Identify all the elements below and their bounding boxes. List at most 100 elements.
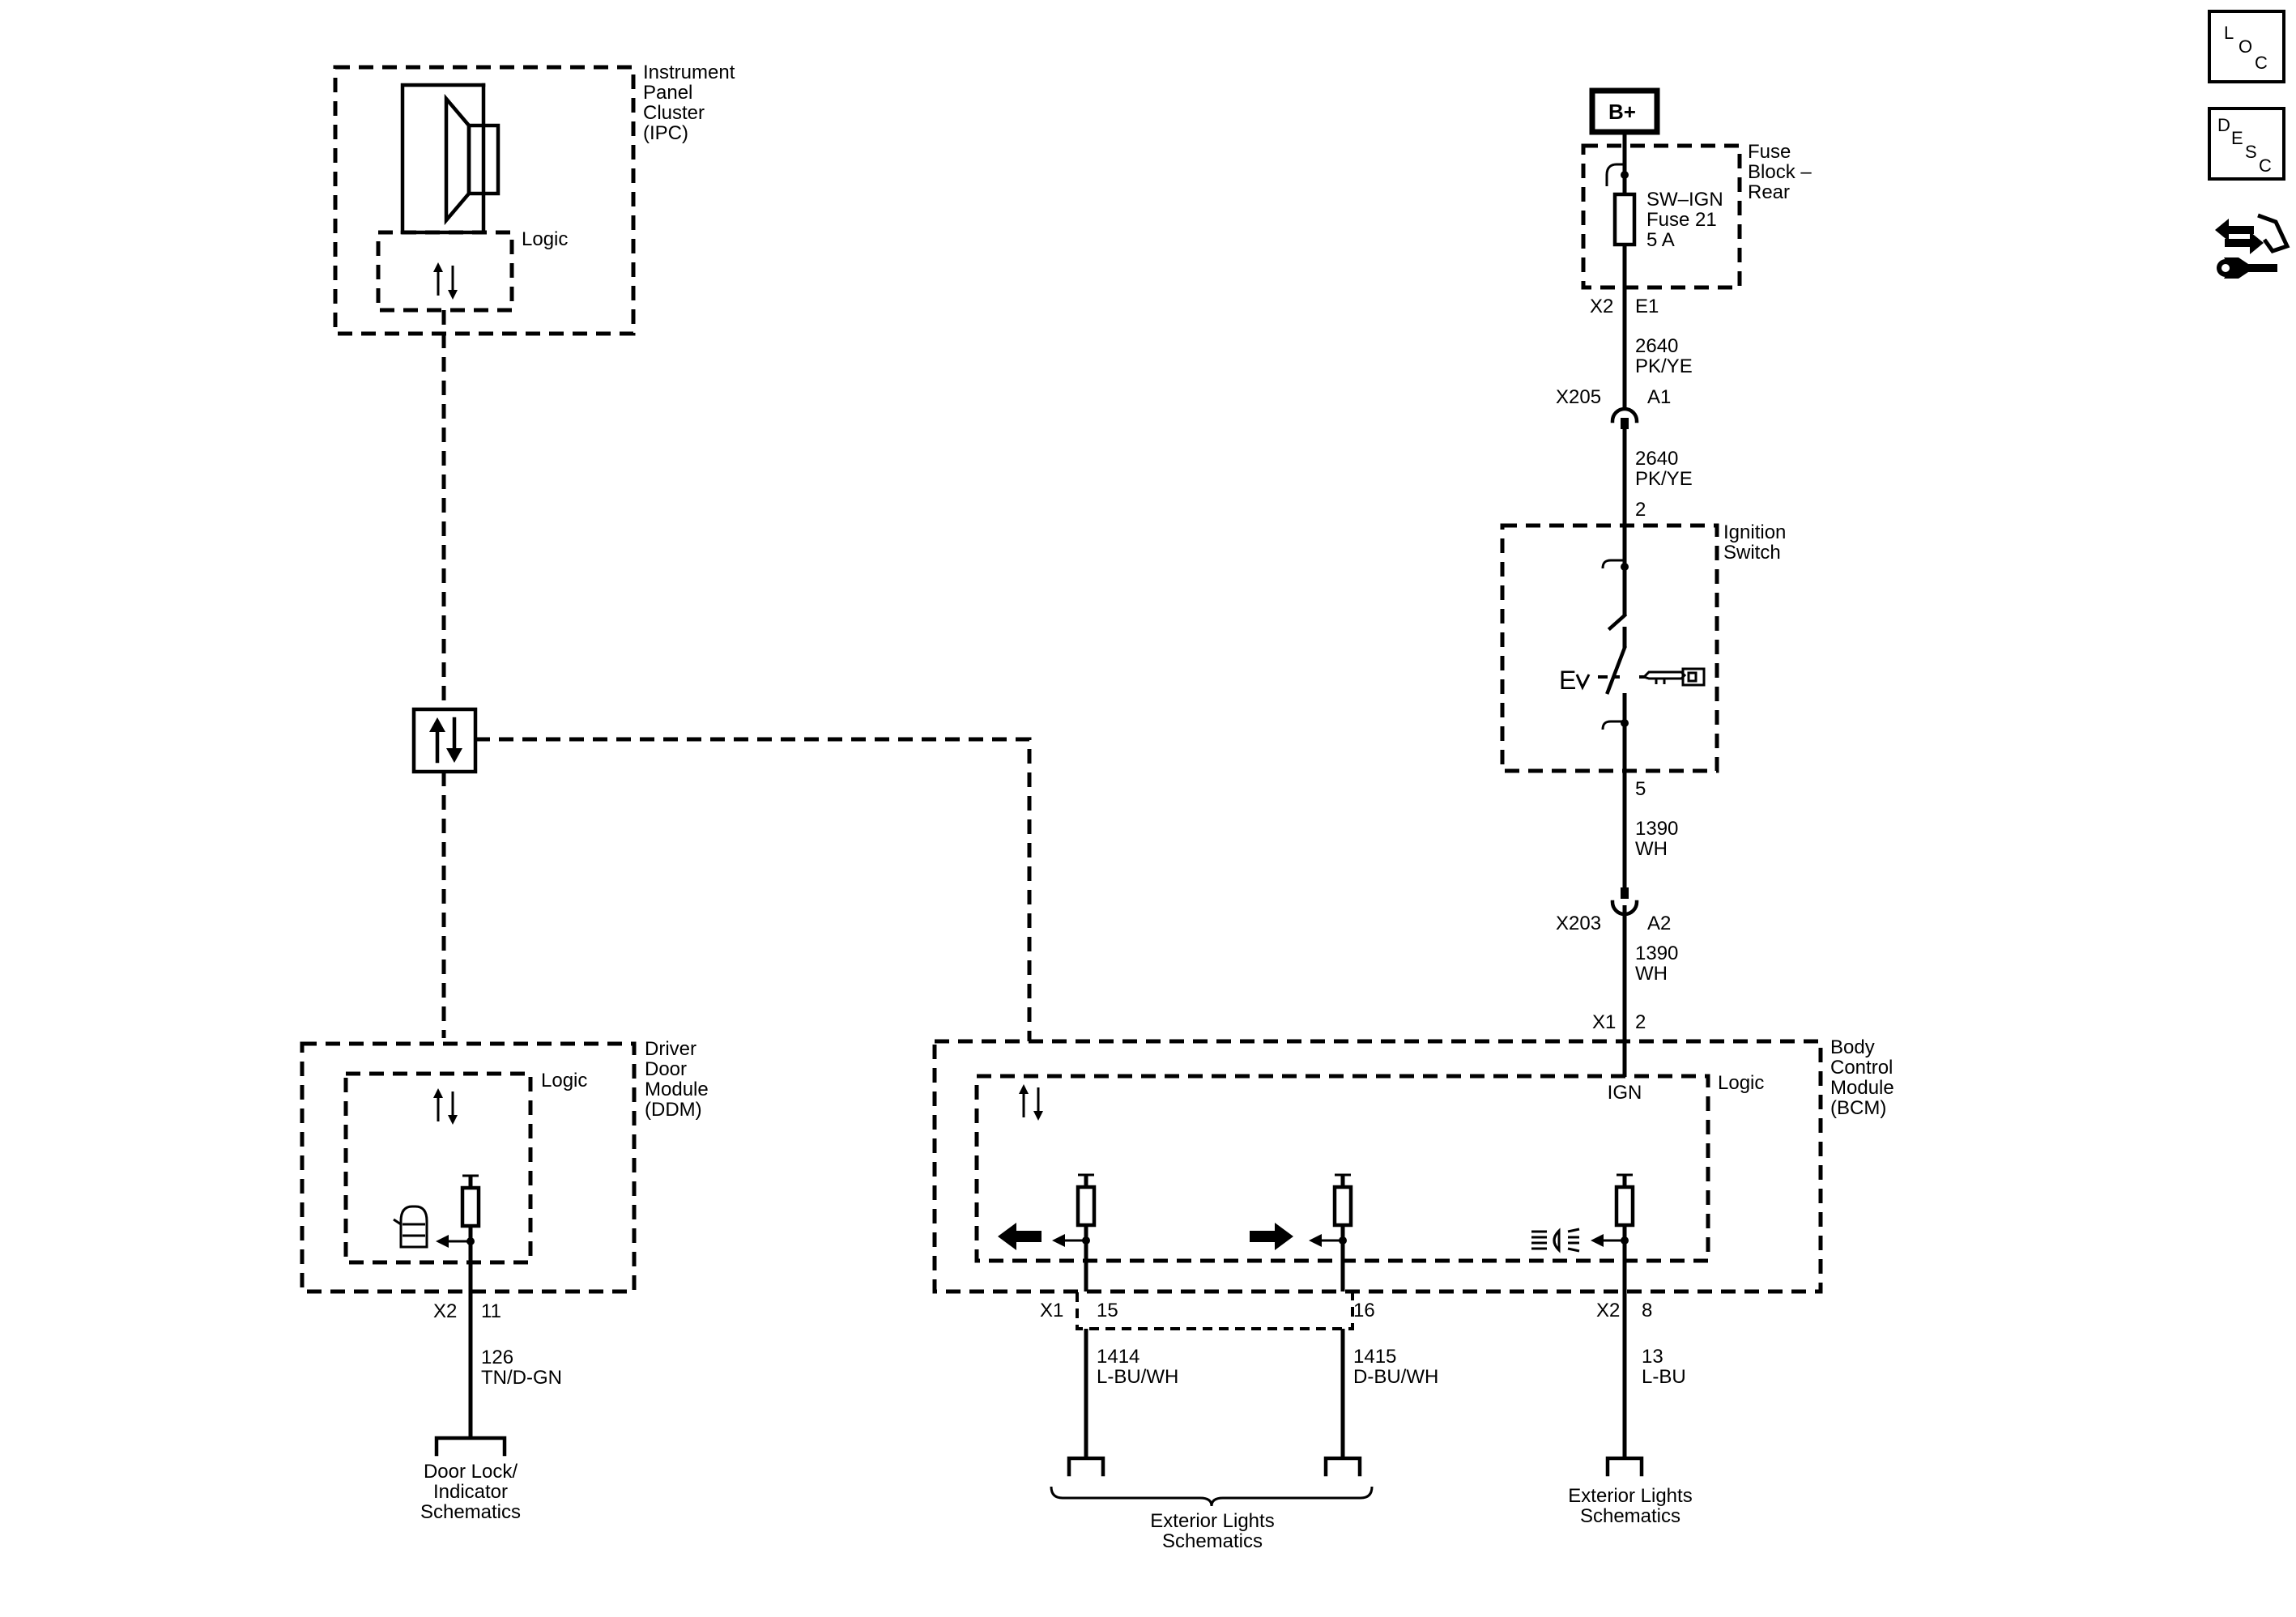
- fuse-label-line-1: SW–IGN: [1646, 189, 1723, 211]
- wire-color-tn-d-gn: TN/D-GN: [481, 1367, 562, 1389]
- bcm-label-line-2: Control: [1830, 1057, 1893, 1079]
- ext-lights-single-line-2: Schematics: [1580, 1505, 1680, 1527]
- desc-letter-e: E: [2231, 128, 2243, 148]
- bcm-headlamp-driver: [1591, 1173, 1635, 1291]
- wire-circuit-2640-a: 2640: [1635, 335, 1678, 357]
- loc-letter-c: C: [2255, 53, 2268, 73]
- ext-lights-schematic-link-pair[interactable]: Exterior Lights Schematics: [1150, 1510, 1274, 1552]
- door-lock-schematic-link[interactable]: Door Lock/ Indicator Schematics: [420, 1461, 521, 1523]
- bcm-pin-15: 15: [1097, 1300, 1118, 1321]
- loc-letter-l: L: [2224, 23, 2234, 43]
- bcm-logic-label: Logic: [1718, 1072, 1764, 1094]
- ignition-contacts: E: [1559, 559, 1646, 730]
- ext-lights-ref-connector-single: [1605, 1456, 1644, 1477]
- wire-circuit-1390-b: 1390: [1635, 943, 1678, 964]
- ipc-label-line-3: Cluster: [643, 102, 705, 124]
- wire-color-wh-b: WH: [1635, 963, 1668, 985]
- fuse-block-label-line-1: Fuse: [1748, 141, 1791, 163]
- wire-circuit-2640-b: 2640: [1635, 448, 1678, 470]
- fuse-block-label-line-3: Rear: [1748, 181, 1790, 203]
- ignition-ev-symbol: E: [1559, 666, 1576, 695]
- ignition-pin-2: 2: [1635, 499, 1646, 521]
- serial-data-line-bcm: [475, 737, 1032, 1041]
- b-plus-label: B+: [1608, 100, 1636, 124]
- key-icon: [1642, 667, 1706, 687]
- connector-tool-icon[interactable]: [2215, 213, 2290, 279]
- ipc-module[interactable]: Instrument Panel Cluster (IPC) Logic: [333, 62, 735, 336]
- loc-letter-o: O: [2238, 36, 2252, 57]
- wire-circuit-1415: 1415: [1353, 1346, 1396, 1368]
- door-lock-ref-line-1: Door Lock/: [424, 1461, 518, 1483]
- x205-pin-a1: A1: [1647, 386, 1671, 408]
- ignition-pin-5: 5: [1635, 778, 1646, 800]
- bcm-label-line-4: (BCM): [1830, 1097, 1886, 1119]
- ddm-label-line-1: Driver: [645, 1038, 696, 1060]
- bcm-ign-label: IGN: [1608, 1082, 1642, 1104]
- x203-label: X203: [1556, 913, 1601, 934]
- ext-lights-schematic-link-single[interactable]: Exterior Lights Schematics: [1568, 1485, 1692, 1527]
- ddm-serial-data-icon: [433, 1088, 458, 1125]
- door-ajar-car-icon: [393, 1205, 428, 1249]
- bcm-module[interactable]: Body Control Module (BCM) Logic IGN: [932, 1036, 1894, 1294]
- desc-button[interactable]: D E S C: [2208, 107, 2285, 181]
- ddm-driver-circuit: [436, 1174, 481, 1291]
- fuse-x2-connector: X2: [1590, 296, 1613, 317]
- wire-color-l-bu-wh: L-BU/WH: [1097, 1366, 1178, 1388]
- right-turn-arrow-icon: [1250, 1223, 1293, 1250]
- fuse-label-line-3: 5 A: [1646, 229, 1675, 251]
- bcm-label-line-3: Module: [1830, 1077, 1894, 1099]
- ignition-switch-label-line-1: Ignition: [1723, 521, 1786, 543]
- headlamp-icon: [1531, 1228, 1580, 1253]
- fuse-21-icon: [1605, 163, 1637, 247]
- desc-letter-d: D: [2217, 115, 2230, 135]
- ext-lights-single-line-1: Exterior Lights: [1568, 1485, 1692, 1507]
- wire-color-l-bu: L-BU: [1642, 1366, 1686, 1388]
- b-plus-power-source: B+: [1589, 87, 1660, 135]
- ignition-switch[interactable]: Ignition Switch E: [1500, 521, 1786, 773]
- ext-lights-pair-line-2: Schematics: [1162, 1530, 1263, 1552]
- bcm-x2-label: X2: [1596, 1300, 1620, 1321]
- fuse-e1-pin: E1: [1635, 296, 1659, 317]
- ipc-logic-block: Logic: [376, 228, 568, 313]
- wire-color-d-bu-wh: D-BU/WH: [1353, 1366, 1438, 1388]
- bcm-label-line-1: Body: [1830, 1036, 1875, 1058]
- connector-x205[interactable]: X205 A1: [1556, 386, 1671, 429]
- ext-lights-ref-connector-left: [1067, 1456, 1105, 1477]
- wire-circuit-1414: 1414: [1097, 1346, 1139, 1368]
- ddm-pin-11: 11: [481, 1300, 501, 1322]
- ddm-x2-connector: X2: [433, 1300, 457, 1322]
- ddm-label-line-3: Module: [645, 1079, 709, 1100]
- ddm-label-line-2: Door: [645, 1058, 687, 1080]
- ddm-module[interactable]: Driver Door Module (DDM) Logic: [300, 1038, 709, 1294]
- x203-pin-a2: A2: [1647, 913, 1671, 934]
- door-lock-ref-connector: [434, 1436, 507, 1457]
- wire-circuit-126: 126: [481, 1347, 513, 1368]
- bcm-left-turn-driver: [1052, 1173, 1097, 1291]
- bcm-x1-connector-group: X1 15 16: [1040, 1292, 1375, 1330]
- desc-letter-c: C: [2259, 155, 2272, 176]
- desc-letter-s: S: [2245, 142, 2257, 162]
- fuse-block-rear[interactable]: Fuse Block – Rear SW–IGN Fuse 21 5 A: [1581, 141, 1812, 290]
- left-turn-arrow-icon: [998, 1223, 1042, 1250]
- door-lock-ref-line-3: Schematics: [420, 1501, 521, 1523]
- ignition-switch-label-line-2: Switch: [1723, 542, 1781, 564]
- bcm-pin-8: 8: [1642, 1300, 1652, 1321]
- fuse-label-line-2: Fuse 21: [1646, 209, 1717, 231]
- ddm-label-line-4: (DDM): [645, 1099, 702, 1121]
- serial-data-splice[interactable]: [411, 707, 478, 774]
- ipc-logic-label: Logic: [522, 228, 568, 250]
- bcm-pin-16: 16: [1353, 1300, 1375, 1321]
- wire-color-pk-ye-b: PK/YE: [1635, 468, 1693, 490]
- serial-data-icon: [433, 262, 458, 300]
- ext-lights-brace: [1050, 1486, 1374, 1507]
- ipc-label-line-2: Panel: [643, 82, 692, 104]
- door-lock-ref-line-2: Indicator: [433, 1481, 508, 1503]
- x205-label: X205: [1556, 386, 1601, 408]
- wire-color-wh-a: WH: [1635, 838, 1668, 860]
- speaker-icon: [400, 83, 501, 235]
- loc-button[interactable]: L O C: [2208, 10, 2285, 83]
- wire-color-pk-ye-a: PK/YE: [1635, 355, 1693, 377]
- connector-x203[interactable]: X203 A2: [1556, 887, 1671, 934]
- bcm-x1-pin-2: 2: [1635, 1011, 1646, 1033]
